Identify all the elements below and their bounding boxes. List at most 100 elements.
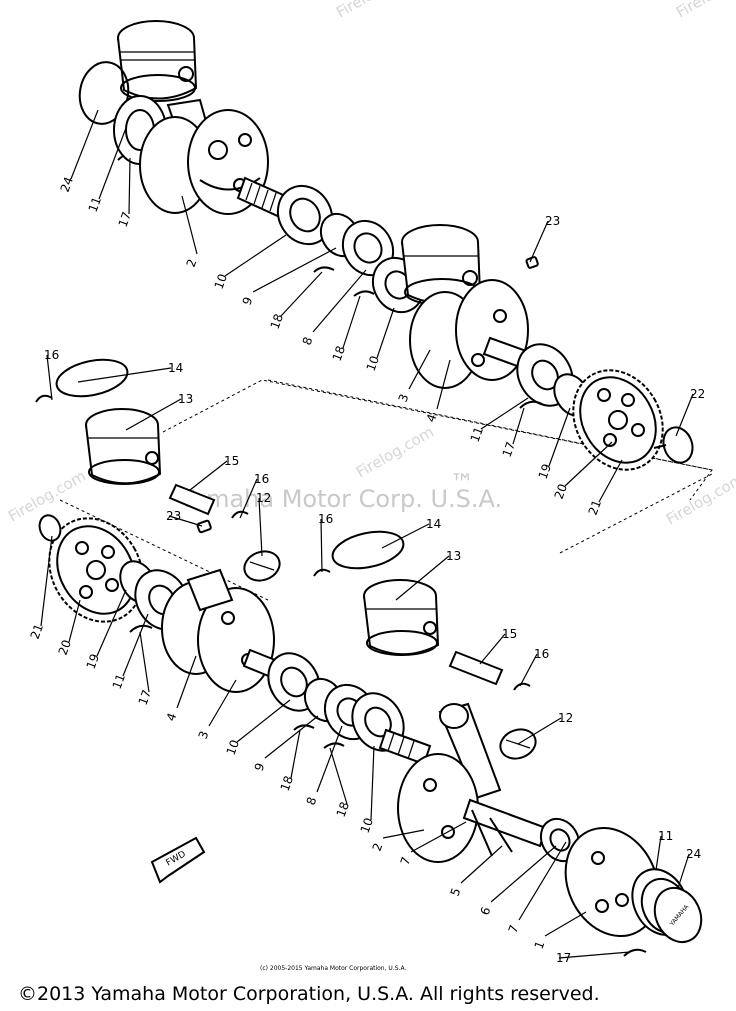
leader-line-9 (264, 715, 319, 759)
leader-line-2 (382, 829, 425, 839)
leader-line-18 (342, 295, 361, 349)
leader-line-16 (519, 653, 538, 687)
small-copyright: (c) 2005-2015 Yamaha Motor Corporation, … (260, 965, 406, 972)
callout-16: 16 (254, 472, 269, 486)
callout-18: 18 (278, 774, 296, 793)
leader-line-17 (512, 407, 525, 445)
leader-line-5 (460, 845, 503, 884)
callout-17: 17 (556, 951, 571, 965)
callout-9: 9 (252, 761, 268, 773)
callout-15: 15 (224, 454, 239, 468)
callout-23: 23 (166, 509, 181, 523)
leader-line-4 (176, 655, 197, 709)
upper-crank-web-2 (409, 279, 542, 389)
callout-13: 13 (446, 549, 461, 563)
footer-copyright: ©2013 Yamaha Motor Corporation, U.S.A. A… (18, 983, 600, 1005)
leader-lines (40, 109, 694, 959)
callout-12: 12 (256, 491, 271, 505)
leader-line-12 (517, 717, 562, 745)
leader-line-14 (77, 367, 172, 383)
lower-spline-shaft (378, 728, 432, 766)
leader-line-13 (125, 398, 182, 431)
leader-line-13 (395, 555, 450, 601)
leader-line-8 (312, 269, 367, 333)
callout-1: 1 (532, 939, 548, 951)
callout-4: 4 (424, 412, 440, 424)
callout-2: 2 (184, 257, 200, 269)
callout-24: 24 (686, 847, 701, 861)
upper-crank-assembly (78, 20, 694, 471)
callout-10: 10 (364, 354, 382, 373)
lower-nut-21 (38, 514, 62, 542)
callout-17: 17 (136, 688, 154, 707)
callout-16: 16 (318, 512, 333, 526)
callout-8: 8 (304, 795, 320, 807)
callout-3: 3 (196, 729, 212, 741)
leader-line-10 (224, 234, 287, 277)
callout-16: 16 (534, 647, 549, 661)
callout-18: 18 (330, 344, 348, 363)
leader-line-15 (479, 633, 506, 665)
callout-labels: 2411172109188181023341117192021221614131… (28, 175, 706, 965)
leader-line-3 (408, 349, 431, 390)
callout-20: 20 (56, 638, 74, 657)
lower-right-conrod-small-end (439, 703, 469, 729)
callout-13: 13 (178, 392, 193, 406)
upper-circlip-17 (519, 400, 543, 409)
upper-circlip-18b (353, 290, 375, 297)
callout-17: 17 (116, 210, 134, 229)
fwd-arrow: FWD (150, 836, 206, 884)
callout-18: 18 (268, 312, 286, 331)
callout-7: 7 (398, 855, 414, 867)
lower-left-circlip-16 (35, 394, 53, 403)
callout-14: 14 (168, 361, 183, 375)
watermark-tm: ™ (450, 469, 474, 497)
callout-11: 11 (86, 195, 104, 214)
callout-3: 3 (396, 392, 412, 404)
upper-gear-20 (572, 369, 664, 471)
leader-line-3 (208, 679, 237, 727)
leader-line-20 (68, 599, 81, 643)
leader-line-18 (280, 271, 323, 317)
callout-20: 20 (552, 482, 570, 501)
leader-line-14 (381, 523, 430, 549)
watermark-main: Yamaha Motor Corp. U.S.A. (179, 485, 502, 513)
leader-line-21 (40, 535, 53, 627)
leader-line-20 (564, 441, 613, 487)
callout-4: 4 (164, 711, 180, 723)
callout-19: 19 (536, 462, 554, 481)
leader-line-10 (376, 307, 395, 359)
callout-17: 17 (500, 440, 518, 459)
lower-right-piston-13 (363, 579, 440, 656)
leader-line-1 (544, 911, 587, 937)
callout-14: 14 (426, 517, 441, 531)
leader-line-6 (490, 845, 557, 903)
lower-left-piston-pin-15 (168, 483, 216, 516)
leader-line-19 (96, 589, 127, 657)
leader-line-11 (480, 397, 529, 430)
leader-line-21 (598, 459, 623, 503)
callout-15: 15 (502, 627, 517, 641)
watermark-brand-right: Firelog.com (663, 470, 736, 529)
leader-line-4 (436, 359, 451, 410)
upper-nut-22 (653, 426, 694, 464)
leader-line-7 (410, 821, 467, 853)
leader-line-23 (529, 220, 549, 263)
leader-line-22 (675, 393, 694, 437)
lower-left-circlip-16b (231, 510, 249, 519)
upper-circlip-18a (313, 266, 335, 273)
callout-11: 11 (658, 829, 673, 843)
leader-line-12 (258, 497, 263, 557)
leader-line-11 (655, 835, 662, 871)
lower-crank-web-right (397, 753, 548, 863)
callout-21: 21 (586, 498, 604, 517)
leader-line-18 (329, 747, 348, 805)
lower-circlip-18b (323, 742, 345, 749)
upper-piston-ring (78, 61, 130, 125)
leader-line-7 (518, 841, 567, 921)
watermark-brand-center: Firelog.com (353, 423, 437, 482)
leader-line-24 (70, 109, 99, 180)
callout-7: 7 (506, 923, 522, 935)
callout-5: 5 (448, 886, 464, 898)
